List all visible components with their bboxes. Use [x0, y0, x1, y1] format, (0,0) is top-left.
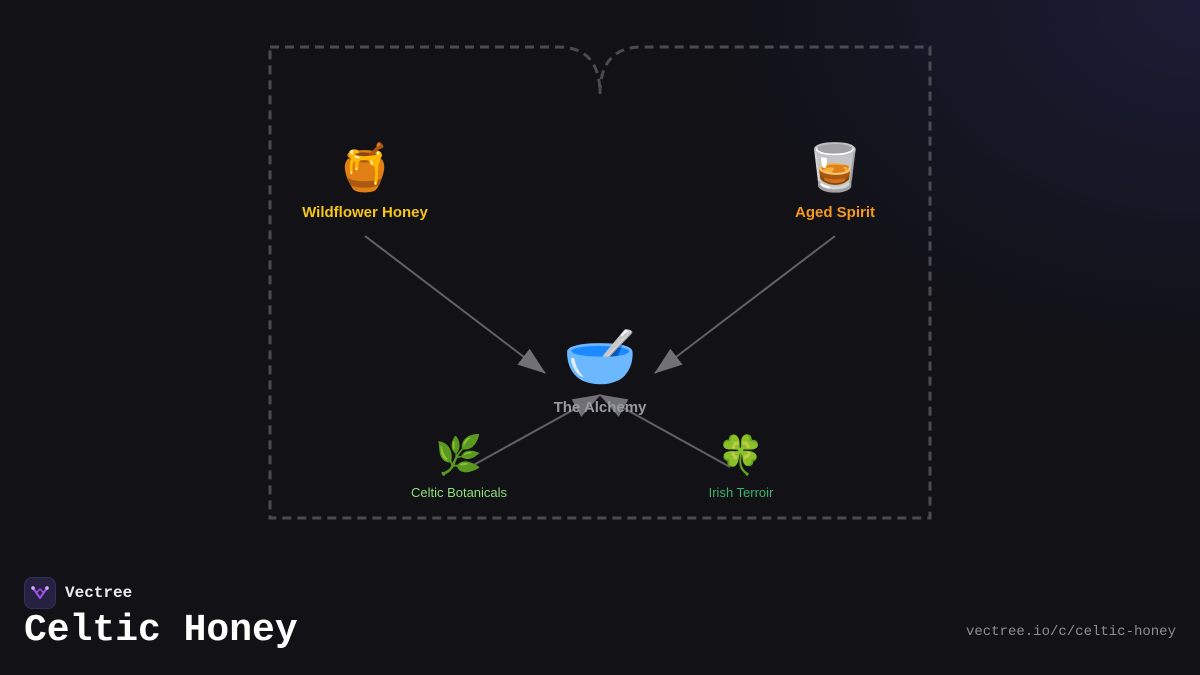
group-frame [268, 45, 932, 520]
node-label-wildflower-honey: Wildflower Honey [302, 204, 428, 221]
node-wildflower-honey[interactable]: 🍯 Wildflower Honey [302, 144, 428, 221]
four-leaf-clover-icon: 🍀 [717, 433, 765, 477]
edges-layer [364, 235, 836, 468]
edge-terroir-to-alchemy [599, 394, 731, 468]
herb-icon: 🌿 [435, 433, 483, 477]
brand-name: Vectree [65, 584, 133, 602]
vectree-logo-icon [24, 577, 56, 609]
tumbler-glass-icon: 🥃 [806, 140, 864, 194]
page-title: Celtic Honey [24, 609, 298, 652]
node-label-celtic-botanicals: Celtic Botanicals [410, 485, 508, 500]
node-irish-terroir[interactable]: 🍀 Irish Terroir [709, 436, 774, 500]
page-url[interactable]: vectree.io/c/celtic-honey [965, 624, 1176, 640]
node-aged-spirit[interactable]: 🥃 Aged Spirit [795, 144, 875, 221]
node-the-alchemy[interactable]: 🥣 The Alchemy [554, 327, 647, 416]
honey-pot-icon: 🍯 [336, 140, 394, 194]
edge-botanicals-to-alchemy [469, 394, 601, 468]
brand: Vectree [24, 577, 132, 609]
edge-spirit-to-alchemy [654, 235, 836, 374]
edge-honey-to-alchemy [364, 235, 546, 374]
bowl-with-spoon-icon: 🥣 [562, 322, 638, 392]
node-label-the-alchemy: The Alchemy [553, 399, 647, 416]
node-label-irish-terroir: Irish Terroir [708, 485, 774, 500]
node-celtic-botanicals[interactable]: 🌿 Celtic Botanicals [411, 436, 507, 500]
node-label-aged-spirit: Aged Spirit [794, 204, 876, 221]
